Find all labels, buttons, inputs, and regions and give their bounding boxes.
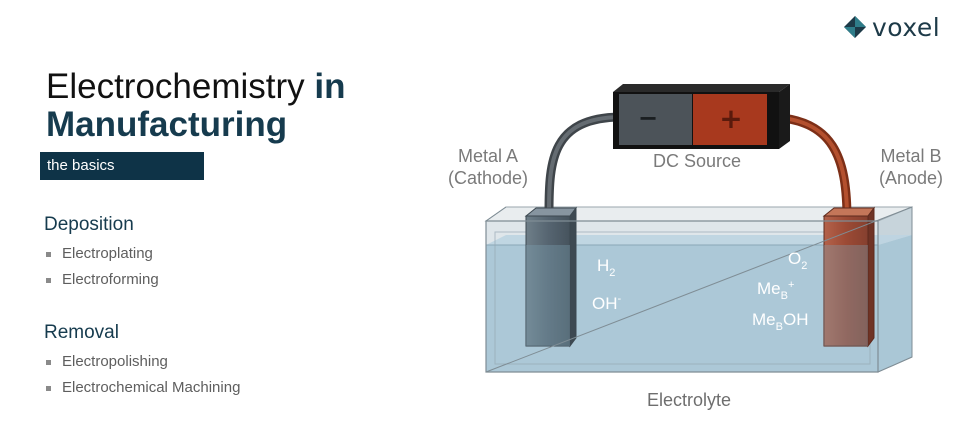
- logo-diamond-icon: [844, 16, 866, 38]
- subtitle-bar: the basics: [40, 152, 204, 180]
- species-o2: O2: [788, 249, 807, 272]
- minus-symbol: −: [638, 104, 658, 132]
- dc-source: − +: [613, 84, 790, 149]
- cathode-plate: [524, 206, 577, 348]
- anode-plate: [822, 206, 875, 348]
- species-meb-plus: MeB+: [757, 279, 794, 302]
- list-item: Electroplating: [46, 241, 159, 267]
- section-heading-removal: Removal: [44, 322, 119, 343]
- title-line2: Manufacturing: [46, 105, 288, 144]
- negative-terminal: [619, 94, 692, 145]
- list-item-label: Electroplating: [62, 245, 153, 262]
- removal-list: Electropolishing Electrochemical Machini…: [46, 349, 240, 401]
- plus-symbol: +: [719, 102, 742, 135]
- bullet-square-icon: [46, 359, 51, 365]
- cathode-label-line2: (Cathode): [448, 168, 528, 188]
- species-oh-minus: OH-: [592, 293, 622, 313]
- anode-label-line1: Metal B: [880, 146, 941, 166]
- species-meboh: MeBOH: [752, 310, 808, 333]
- list-item-label: Electrochemical Machining: [62, 379, 241, 396]
- species-h2: H2: [597, 256, 615, 279]
- list-item-label: Electroforming: [62, 271, 159, 288]
- electrolyte-liquid: [486, 235, 912, 372]
- list-item: Electrochemical Machining: [46, 375, 240, 401]
- anode-label-line2: (Anode): [879, 168, 943, 188]
- voxel-logo: voxel: [842, 12, 940, 42]
- cathode-label-line1: Metal A: [458, 146, 518, 166]
- bullet-square-icon: [46, 277, 51, 283]
- dc-source-label: DC Source: [653, 151, 741, 171]
- positive-terminal: [693, 94, 767, 145]
- electrolyte-label: Electrolyte: [647, 390, 731, 410]
- list-item: Electropolishing: [46, 349, 240, 375]
- list-item-label: Electropolishing: [62, 353, 168, 370]
- logo-text: voxel: [872, 12, 941, 42]
- title-plain: Electrochemistry: [46, 67, 315, 106]
- bullet-square-icon: [46, 251, 51, 257]
- negative-wire: [544, 112, 625, 217]
- title-accent: in: [314, 67, 346, 106]
- deposition-list: Electroplating Electroforming: [46, 241, 159, 293]
- section-heading-deposition: Deposition: [44, 214, 134, 235]
- bullet-square-icon: [46, 385, 51, 391]
- list-item: Electroforming: [46, 267, 159, 293]
